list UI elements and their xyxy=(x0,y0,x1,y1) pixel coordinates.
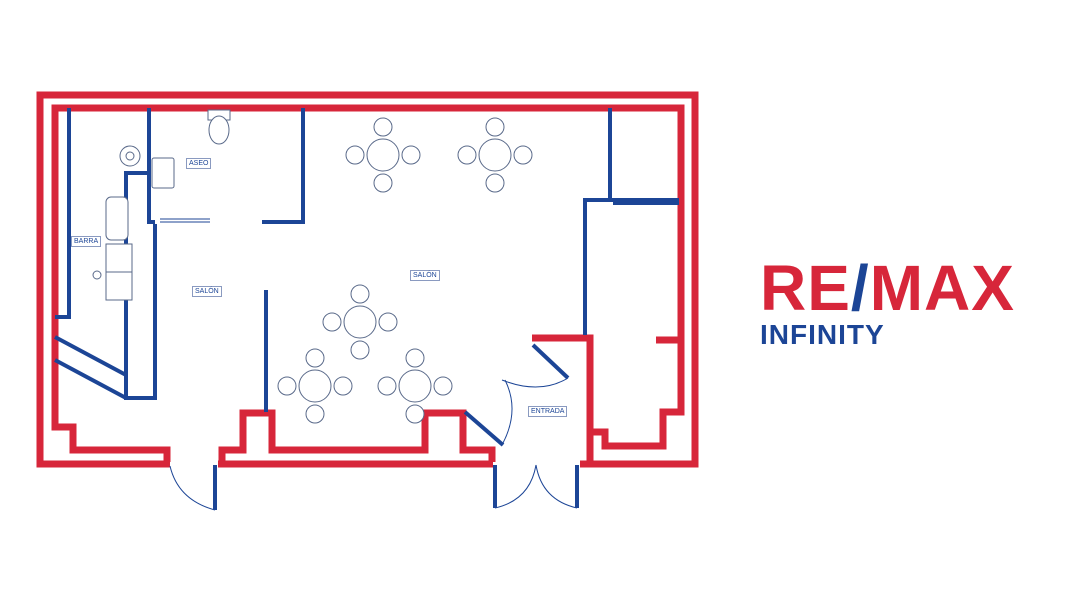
chair-icon xyxy=(305,348,325,368)
table-icon xyxy=(298,369,332,403)
table-set xyxy=(277,348,353,424)
logo-subtitle: INFINITY xyxy=(760,319,885,350)
fixtures xyxy=(92,109,231,301)
chair-icon xyxy=(322,312,342,332)
room-label-salon-left: SALÓN xyxy=(192,286,222,297)
table-set xyxy=(377,348,453,424)
dining-tables xyxy=(277,117,533,424)
chair-icon xyxy=(485,173,505,193)
room-label-barra: BARRA xyxy=(71,236,102,247)
table-icon xyxy=(343,305,377,339)
table-set xyxy=(345,117,421,193)
chair-icon xyxy=(457,145,477,165)
door-swings xyxy=(169,377,578,511)
interior-walls xyxy=(54,108,679,510)
chair-icon xyxy=(513,145,533,165)
table-icon xyxy=(366,138,400,172)
chair-icon xyxy=(405,404,425,424)
chair-icon xyxy=(350,284,370,304)
bar-fridge-icon xyxy=(105,243,133,273)
chair-icon xyxy=(305,404,325,424)
remax-infinity-logo: RE/MAX INFINITY xyxy=(760,252,1015,350)
chair-icon xyxy=(378,312,398,332)
chair-icon xyxy=(485,117,505,137)
room-label-aseo: ASEO xyxy=(186,158,212,169)
table-set xyxy=(322,284,398,360)
chair-icon xyxy=(401,145,421,165)
toilet-icon xyxy=(208,115,230,145)
room-label-entrada: ENTRADA xyxy=(528,406,568,417)
table-set xyxy=(457,117,533,193)
bar-fridge-icon xyxy=(105,271,133,301)
table-icon xyxy=(398,369,432,403)
chair-icon xyxy=(377,376,397,396)
chair-icon xyxy=(333,376,353,396)
stool-icon xyxy=(92,270,102,280)
logo-wordmark: RE/MAX xyxy=(760,252,1015,324)
table-icon xyxy=(478,138,512,172)
exterior-walls xyxy=(36,91,699,468)
chair-icon xyxy=(277,376,297,396)
sink-icon xyxy=(151,157,175,189)
chair-icon xyxy=(350,340,370,360)
bar-sink-icon xyxy=(105,196,129,241)
chair-icon xyxy=(373,173,393,193)
chair-icon xyxy=(345,145,365,165)
chair-icon xyxy=(373,117,393,137)
room-label-salon-main: SALÓN xyxy=(410,270,440,281)
chair-icon xyxy=(433,376,453,396)
chair-icon xyxy=(405,348,425,368)
